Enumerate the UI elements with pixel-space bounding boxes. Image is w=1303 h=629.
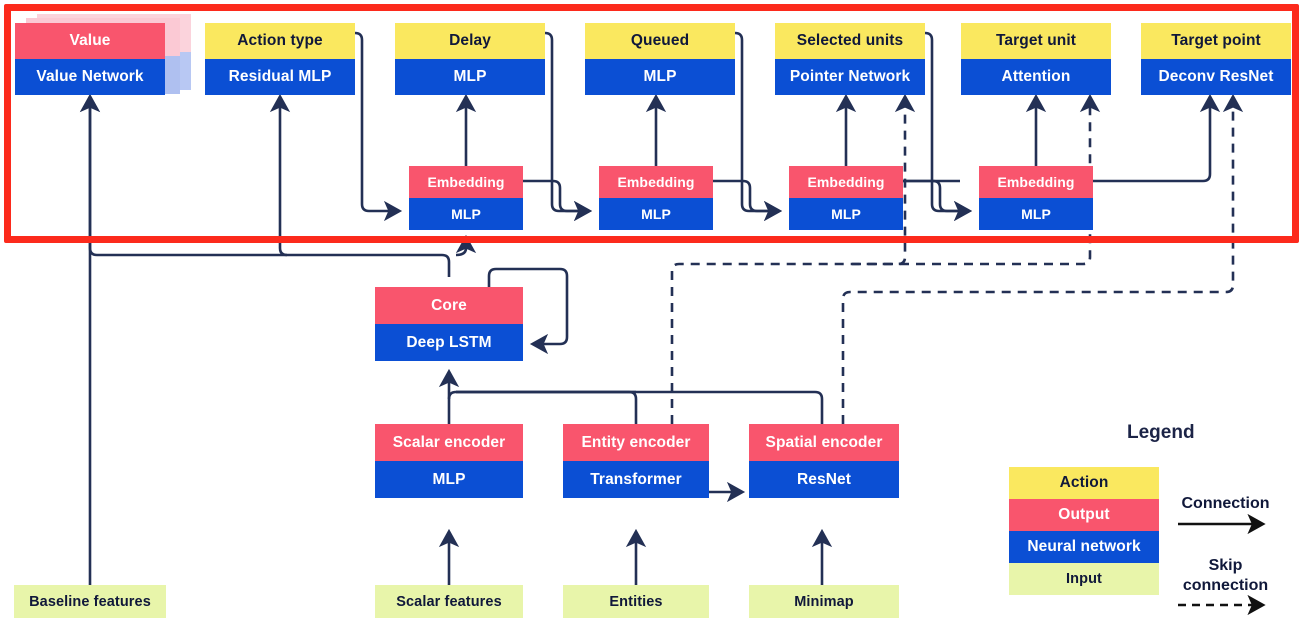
- head-queued-bottom-label: MLP: [585, 59, 735, 95]
- embedding-1-bottom-label: MLP: [409, 198, 523, 230]
- head-value-top-label: Value: [15, 23, 165, 59]
- head-selected-units[interactable]: Selected units Pointer Network: [775, 23, 925, 95]
- head-delay-top-label: Delay: [395, 23, 545, 59]
- wire-encoders-to-core: [447, 390, 636, 424]
- embedding-2-bottom-label: MLP: [599, 198, 713, 230]
- input-baseline-features[interactable]: Baseline features: [14, 585, 166, 618]
- embedding-4-top-label: Embedding: [979, 166, 1093, 198]
- encoder-spatial[interactable]: Spatial encoder ResNet: [749, 424, 899, 498]
- head-action-type-top-label: Action type: [205, 23, 355, 59]
- wire-spatial-to-core-bus: [456, 390, 824, 424]
- encoder-entity[interactable]: Entity encoder Transformer: [563, 424, 709, 498]
- embedding-2[interactable]: Embedding MLP: [599, 166, 713, 230]
- embedding-1-top-label: Embedding: [409, 166, 523, 198]
- head-delay-bottom-label: MLP: [395, 59, 545, 95]
- legend-title: Legend: [1127, 422, 1195, 443]
- wire-entity-to-core-bus: [456, 390, 638, 424]
- legend-swatch-stack: Action Output Neural network Input: [1009, 467, 1159, 595]
- input-entities[interactable]: Entities: [563, 585, 709, 618]
- input-minimap[interactable]: Minimap: [749, 585, 899, 618]
- head-target-unit[interactable]: Target unit Attention: [961, 23, 1111, 95]
- input-entities-label: Entities: [563, 585, 709, 618]
- head-target-unit-top-label: Target unit: [961, 23, 1111, 59]
- encoder-scalar[interactable]: Scalar encoder MLP: [375, 424, 523, 498]
- head-target-point-bottom-label: Deconv ResNet: [1141, 59, 1291, 95]
- legend-skip-label-line2: connection: [1182, 577, 1269, 594]
- legend-swatch-output: Output: [1009, 499, 1159, 531]
- embedding-3-top-label: Embedding: [789, 166, 903, 198]
- encoder-entity-top-label: Entity encoder: [563, 424, 709, 461]
- head-target-unit-bottom-label: Attention: [961, 59, 1111, 95]
- encoder-entity-bottom-label: Transformer: [563, 461, 709, 498]
- head-action-type-bottom-label: Residual MLP: [205, 59, 355, 95]
- head-value[interactable]: Value Value Network: [15, 23, 165, 95]
- core-top-label: Core: [375, 287, 523, 324]
- embedding-4-bottom-label: MLP: [979, 198, 1093, 230]
- head-selected-units-top-label: Selected units: [775, 23, 925, 59]
- legend-connection-label: Connection: [1181, 495, 1270, 512]
- embedding-1[interactable]: Embedding MLP: [409, 166, 523, 230]
- legend-skip-label-line1: Skip: [1208, 557, 1243, 574]
- head-value-bottom-label: Value Network: [15, 59, 165, 95]
- head-action-type[interactable]: Action type Residual MLP: [205, 23, 355, 95]
- embedding-3-bottom-label: MLP: [789, 198, 903, 230]
- encoder-scalar-top-label: Scalar encoder: [375, 424, 523, 461]
- legend-swatch-input: Input: [1009, 563, 1159, 595]
- core-bottom-label: Deep LSTM: [375, 324, 523, 361]
- input-scalar-features[interactable]: Scalar features: [375, 585, 523, 618]
- head-delay[interactable]: Delay MLP: [395, 23, 545, 95]
- input-scalar-features-label: Scalar features: [375, 585, 523, 618]
- core-module[interactable]: Core Deep LSTM: [375, 287, 523, 361]
- embedding-4[interactable]: Embedding MLP: [979, 166, 1093, 230]
- legend-swatch-action: Action: [1009, 467, 1159, 499]
- head-queued[interactable]: Queued MLP: [585, 23, 735, 95]
- head-target-point[interactable]: Target point Deconv ResNet: [1141, 23, 1291, 95]
- encoder-scalar-bottom-label: MLP: [375, 461, 523, 498]
- input-minimap-label: Minimap: [749, 585, 899, 618]
- encoder-spatial-bottom-label: ResNet: [749, 461, 899, 498]
- input-baseline-features-label: Baseline features: [14, 585, 166, 618]
- head-selected-units-bottom-label: Pointer Network: [775, 59, 925, 95]
- embedding-3[interactable]: Embedding MLP: [789, 166, 903, 230]
- encoder-spatial-top-label: Spatial encoder: [749, 424, 899, 461]
- action-heads-highlight-box: [4, 4, 1299, 243]
- head-queued-top-label: Queued: [585, 23, 735, 59]
- legend-swatch-neural-network: Neural network: [1009, 531, 1159, 563]
- embedding-2-top-label: Embedding: [599, 166, 713, 198]
- head-target-point-top-label: Target point: [1141, 23, 1291, 59]
